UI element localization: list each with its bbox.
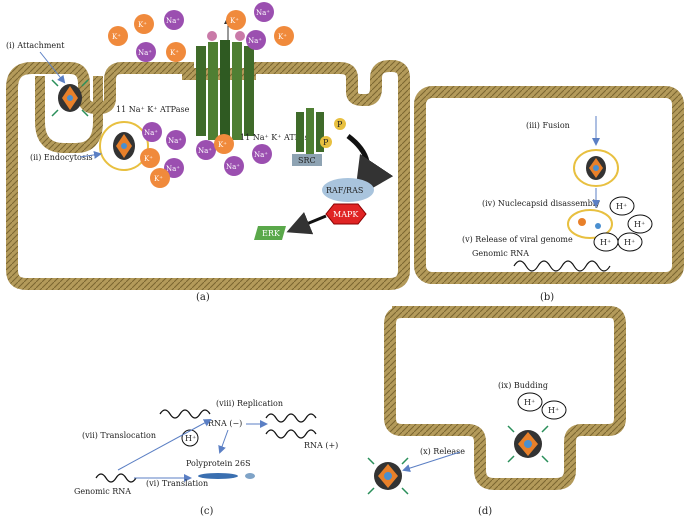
label-endocytosis: (ii) Endocytosis xyxy=(30,153,93,162)
polyprotein-shape xyxy=(198,473,238,479)
panel-b: (iii) Fusion (iv) Nuclecapsid disassembl… xyxy=(414,86,684,303)
svg-text:Na⁺: Na⁺ xyxy=(248,37,262,45)
svg-text:K⁺: K⁺ xyxy=(278,33,287,41)
svg-text:H⁺: H⁺ xyxy=(524,398,535,407)
svg-text:Na⁺: Na⁺ xyxy=(144,129,158,137)
svg-text:K⁺: K⁺ xyxy=(112,33,121,41)
endosome-virus xyxy=(99,121,149,171)
label-attachment: (i) Attachment xyxy=(6,41,65,50)
virus-particle-attach xyxy=(51,79,89,117)
endocytic-pit xyxy=(35,76,103,153)
h-ions-d: H⁺ H⁺ xyxy=(517,392,567,420)
label-translation: (vi) Translation xyxy=(146,479,208,488)
svg-text:Na⁺: Na⁺ xyxy=(168,137,182,145)
svg-text:H⁺: H⁺ xyxy=(616,202,627,211)
atpase-src-complex: SRC P P xyxy=(292,108,346,166)
svg-text:MAPK: MAPK xyxy=(333,210,359,219)
svg-text:ERK: ERK xyxy=(262,229,281,238)
svg-text:H⁺: H⁺ xyxy=(548,406,559,415)
svg-text:K⁺: K⁺ xyxy=(230,17,239,25)
panel-d: (ix) Budding H⁺ H⁺ (x) Release (d) xyxy=(367,306,626,517)
na-k-atpase-pump xyxy=(196,31,254,142)
ions-extracellular: K⁺ Na⁺ K⁺ Na⁺ K⁺ K⁺ Na⁺ Na⁺ K⁺ xyxy=(108,2,294,62)
cell-membrane-a xyxy=(5,60,410,290)
label-atpase-2: 11 Na⁺ K⁺ ATPase xyxy=(240,133,314,142)
svg-text:H⁺: H⁺ xyxy=(624,238,635,247)
h-ion-c xyxy=(181,429,199,447)
svg-text:K⁺: K⁺ xyxy=(144,155,153,163)
svg-text:K⁺: K⁺ xyxy=(138,21,147,29)
h-ions-b: H⁺ H⁺ H⁺ H⁺ xyxy=(593,196,653,252)
label-translocation: (vii) Translocation xyxy=(82,431,156,440)
panel-c: (viii) Replication RNA (−) RNA (+) (vii)… xyxy=(74,399,338,517)
raf-ras-cloud: RAF/RAS xyxy=(322,178,374,202)
label-p-1: P xyxy=(337,120,343,129)
label-rna-minus: RNA (−) xyxy=(208,419,242,428)
caption-a: (a) xyxy=(196,292,210,303)
svg-text:Na⁺: Na⁺ xyxy=(254,151,268,159)
label-rna-plus: RNA (+) xyxy=(304,441,338,450)
rna-plus-wave-2 xyxy=(265,429,317,439)
label-release-genome: (v) Release of viral genome xyxy=(462,235,573,244)
svg-text:RAF/RAS: RAF/RAS xyxy=(326,186,363,195)
rna-plus-wave-1 xyxy=(265,413,317,423)
svg-text:H⁺: H⁺ xyxy=(185,434,196,443)
svg-text:Na⁺: Na⁺ xyxy=(138,49,152,57)
src-box xyxy=(292,154,322,166)
panel-a: (i) Attachment (ii) Endocytosis 11 Na⁺ K… xyxy=(5,2,410,303)
ions-intracellular: Na⁺ Na⁺ K⁺ Na⁺ K⁺ Na⁺ K⁺ Na⁺ Na⁺ xyxy=(140,122,272,188)
label-src: SRC xyxy=(298,156,316,165)
svg-text:H⁺: H⁺ xyxy=(634,220,645,229)
label-polyprotein: Polyprotein 26S xyxy=(186,459,251,468)
label-genomic-rna-c: Genomic RNA xyxy=(74,487,131,496)
svg-text:K⁺: K⁺ xyxy=(154,175,163,183)
label-genomic-rna-b: Genomic RNA xyxy=(472,249,529,258)
fusing-endosome xyxy=(573,149,619,187)
mapk-hexagon: MAPK xyxy=(325,203,367,225)
caption-c: (c) xyxy=(200,506,214,517)
cell-membrane-d xyxy=(384,306,626,490)
label-p-2: P xyxy=(323,138,329,147)
budding-virus xyxy=(507,425,549,463)
svg-text:H⁺: H⁺ xyxy=(600,238,611,247)
erk-box: ERK xyxy=(254,226,286,240)
disassembling-capsid xyxy=(567,209,613,239)
genomic-rna-wave-c xyxy=(95,473,137,483)
genomic-rna-wave-b xyxy=(513,260,611,272)
svg-text:Na⁺: Na⁺ xyxy=(256,9,270,17)
svg-text:K⁺: K⁺ xyxy=(218,141,227,149)
svg-text:Na⁺: Na⁺ xyxy=(166,17,180,25)
cell-membrane-b xyxy=(414,86,684,284)
svg-text:K⁺: K⁺ xyxy=(170,49,179,57)
rna-minus-wave xyxy=(159,409,211,419)
label-replication: (viii) Replication xyxy=(216,399,283,408)
label-budding: (ix) Budding xyxy=(498,381,548,390)
caption-d: (d) xyxy=(478,506,492,517)
svg-text:Na⁺: Na⁺ xyxy=(226,163,240,171)
svg-text:Na⁺: Na⁺ xyxy=(166,165,180,173)
label-fusion: (iii) Fusion xyxy=(526,121,570,130)
label-disassembly: (iv) Nuclecapsid disassembly xyxy=(482,199,600,208)
caption-b: (b) xyxy=(540,292,554,303)
label-atpase-1: 11 Na⁺ K⁺ ATPase xyxy=(116,105,190,114)
svg-text:Na⁺: Na⁺ xyxy=(198,147,212,155)
label-release: (x) Release xyxy=(420,447,465,456)
released-virus xyxy=(367,457,409,495)
